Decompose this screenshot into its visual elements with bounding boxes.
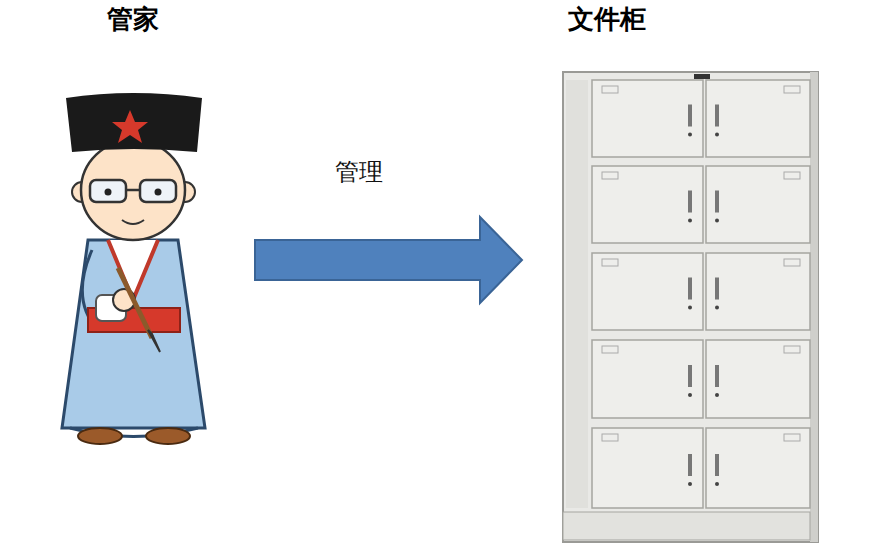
collar	[108, 240, 158, 300]
cabinet-door	[706, 166, 810, 243]
node-heading: 管家	[107, 4, 225, 35]
label-holder	[602, 434, 618, 441]
label-holder	[784, 86, 800, 93]
label-holder	[602, 172, 618, 179]
illustrated-node: 管家	[55, 0, 225, 450]
eye	[105, 189, 112, 196]
cabinet-front-side	[566, 80, 588, 508]
brush-tip	[148, 330, 160, 352]
door-handle	[688, 105, 692, 127]
hat-star	[112, 110, 148, 143]
face	[81, 140, 185, 240]
label-holder	[602, 346, 618, 353]
label-holder	[602, 259, 618, 266]
door-handle	[715, 365, 719, 387]
illustrated-node: 文件柜	[560, 0, 825, 550]
robe	[62, 240, 205, 428]
shoe	[146, 428, 190, 444]
label-holder	[784, 172, 800, 179]
door-handle	[715, 105, 719, 127]
lock	[694, 74, 710, 79]
brush	[118, 268, 152, 338]
cabinet-door	[592, 80, 703, 157]
glasses	[90, 180, 126, 202]
cabinet-door	[706, 253, 810, 330]
door-keyhole	[688, 306, 692, 310]
door-keyhole	[688, 482, 692, 486]
label-holder	[602, 86, 618, 93]
door-handle	[688, 278, 692, 300]
door-handle	[688, 454, 692, 476]
mouth	[122, 220, 144, 224]
cabinet-door	[592, 166, 703, 243]
label-holder	[784, 434, 800, 441]
cabinet-door	[592, 253, 703, 330]
door-handle	[715, 191, 719, 213]
door-handle	[715, 454, 719, 476]
door-keyhole	[715, 219, 719, 223]
door-keyhole	[715, 482, 719, 486]
door-handle	[688, 191, 692, 213]
cabinet-base	[563, 512, 810, 540]
door-keyhole	[688, 219, 692, 223]
label-holder	[784, 346, 800, 353]
file-cabinet	[563, 72, 818, 542]
cabinet-door	[706, 80, 810, 157]
cabinet-door	[592, 340, 703, 418]
label-holder	[784, 259, 800, 266]
shoe	[78, 428, 122, 444]
glasses-bridge	[126, 189, 140, 192]
door-handle	[688, 365, 692, 387]
cabinet-door	[706, 428, 810, 508]
door-keyhole	[688, 393, 692, 397]
door-keyhole	[715, 133, 719, 137]
cabinet-door	[706, 340, 810, 418]
edge-label: 管理	[332, 158, 386, 187]
node-heading: 文件柜	[568, 4, 825, 35]
cabinet-door	[592, 428, 703, 508]
hat	[66, 93, 202, 152]
block-arrow	[255, 217, 522, 303]
door-handle	[715, 278, 719, 300]
door-keyhole	[715, 393, 719, 397]
butler-figure	[62, 93, 205, 444]
door-keyhole	[715, 306, 719, 310]
door-keyhole	[688, 133, 692, 137]
cabinet-body	[563, 72, 818, 542]
glasses	[140, 180, 176, 202]
cabinet-side	[810, 72, 818, 542]
eye	[155, 189, 162, 196]
